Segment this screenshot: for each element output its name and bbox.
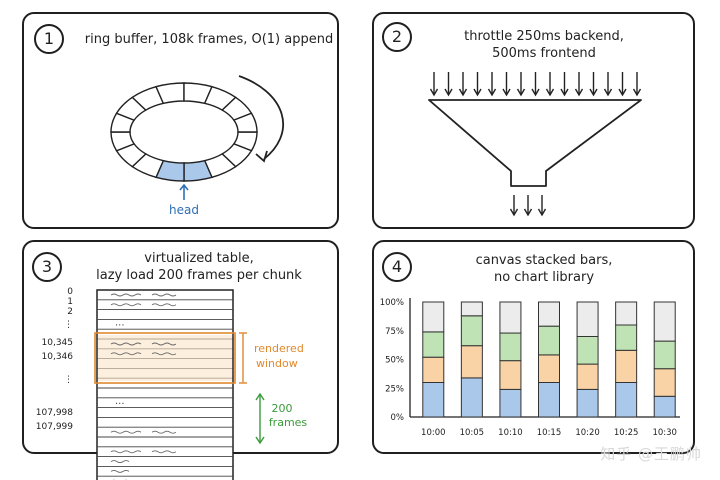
frames-label-line-2: frames [269, 416, 308, 429]
step-number-3: 3 [32, 252, 62, 282]
incoming-arrow-icon [473, 72, 482, 97]
incoming-arrow-icon [502, 72, 511, 97]
bar-segment [422, 331, 445, 358]
incoming-arrow-icon [458, 72, 468, 97]
step-number-2: 2 [382, 22, 412, 52]
bar-segment [422, 382, 445, 418]
bar-segment [653, 395, 676, 418]
watermark: 知乎 @王鹏帅 [600, 445, 702, 463]
y-tick-label: 100% [380, 298, 404, 308]
funnel-shape [428, 99, 642, 187]
incoming-arrow-icon [632, 72, 642, 97]
panel-canvas-chart: 4 canvas stacked bars, no chart library … [372, 240, 695, 454]
incoming-arrow-icon [574, 72, 584, 97]
bar-segment [615, 324, 638, 351]
rotation-arrow-icon [238, 75, 285, 160]
row-index-label: 107,999 [36, 422, 73, 432]
incoming-arrow-icon [531, 72, 540, 97]
row-index-label: ⋮ [64, 320, 73, 330]
row-index-label: 2 [67, 307, 73, 317]
bar-segment [422, 356, 445, 383]
incoming-arrow-icon [545, 72, 555, 97]
y-tick-label: 25% [385, 384, 404, 394]
bar-segment [653, 340, 676, 370]
step-number-4: 4 [382, 252, 412, 282]
x-tick-label: 10:15 [537, 428, 562, 438]
row-index-label: 10,345 [42, 338, 74, 348]
x-tick-label: 10:05 [460, 428, 485, 438]
frames-label-line-1: 200 [272, 402, 293, 415]
svg-text:...: ... [115, 317, 125, 328]
stacked-bar-chart: 100% 75% 50% 25% 0% 10:00 10:05 10:10 10:15 10:20… [380, 298, 680, 438]
ring-buffer-diagram: head [110, 75, 285, 217]
y-tick-label: 50% [385, 356, 404, 366]
bar-segment [499, 360, 522, 390]
bar-segment [653, 368, 676, 397]
incoming-arrow-icon [444, 72, 453, 97]
bar-segment [460, 377, 483, 418]
panel-1-title: ring buffer, 108k frames, O(1) append [84, 32, 334, 47]
row-index-label: ⋮ [64, 375, 73, 385]
panel-2-title-line-2: 500ms frontend [492, 46, 596, 61]
x-tick-label: 10:10 [498, 428, 523, 438]
bar-segment [499, 388, 522, 418]
bar-segment [576, 388, 599, 418]
incoming-arrow-icon [589, 72, 598, 97]
panel-3-title-line-2: lazy load 200 frames per chunk [96, 268, 302, 283]
panel-4-title-line-1: canvas stacked bars, [475, 253, 613, 268]
bar-segment [499, 332, 522, 362]
incoming-arrow-icon [618, 72, 627, 97]
x-tick-label: 10:30 [652, 428, 677, 438]
row-index-label: 0 [67, 287, 73, 297]
outgoing-arrow-icon [537, 195, 547, 217]
ring-segment [232, 112, 258, 133]
bar-segment [576, 336, 599, 365]
bar-segment [615, 349, 638, 384]
rendered-window-label-line-1: rendered [254, 342, 304, 355]
x-tick-label: 10:20 [575, 428, 600, 438]
bar-segment [460, 345, 483, 379]
bar-segment [576, 363, 599, 390]
bar-segment [538, 382, 560, 418]
funnel-diagram [428, 72, 642, 217]
x-tick-label: 10:00 [421, 428, 446, 438]
svg-text:...: ... [115, 396, 125, 407]
bar-segment [615, 301, 638, 326]
y-tick-label: 75% [385, 327, 404, 337]
bar-segment [499, 301, 522, 334]
incoming-arrow-icon [560, 72, 569, 97]
bar-segment [460, 315, 483, 347]
bar-segment [538, 325, 560, 356]
panel-3-title-line-1: virtualized table, [144, 251, 254, 266]
x-tick-label: 10:25 [614, 428, 639, 438]
incoming-arrow-icon [516, 72, 526, 97]
bar-segment [576, 301, 599, 337]
y-tick-label: 0% [391, 413, 405, 423]
panel-4-title-line-2: no chart library [493, 270, 595, 285]
rendered-window-box [94, 332, 236, 384]
bar-segment [653, 301, 676, 342]
bar-segment [538, 354, 560, 384]
step-number-1: 1 [34, 24, 64, 54]
panel-ring-buffer: 1 ring buffer, 108k frames, O(1) append … [22, 12, 339, 229]
incoming-arrow-icon [487, 72, 497, 97]
incoming-arrow-icon [429, 72, 439, 97]
panel-throttle: 2 throttle 250ms backend, 500ms frontend [372, 12, 695, 229]
bar-segment [460, 301, 483, 317]
row-index-label: 107,998 [36, 408, 73, 418]
row-index-label: 10,346 [42, 352, 74, 362]
panel-virtualized-table: 3 virtualized table, lazy load 200 frame… [22, 240, 339, 480]
incoming-arrow-icon [603, 72, 613, 97]
virtual-table-diagram: ...... 012 ⋮ 10,345 10,346 ⋮ 107,998 107,999 r… [36, 287, 308, 480]
bar-segment [538, 301, 560, 327]
bar-segment [615, 382, 638, 418]
outgoing-arrow-icon [509, 195, 519, 217]
bar-segment [422, 301, 445, 333]
rendered-window-label-line-2: window [256, 357, 298, 370]
row-index-label: 1 [67, 297, 73, 307]
head-label: head [169, 203, 199, 217]
panel-2-title-line-1: throttle 250ms backend, [464, 29, 624, 44]
outgoing-arrow-icon [523, 195, 533, 217]
